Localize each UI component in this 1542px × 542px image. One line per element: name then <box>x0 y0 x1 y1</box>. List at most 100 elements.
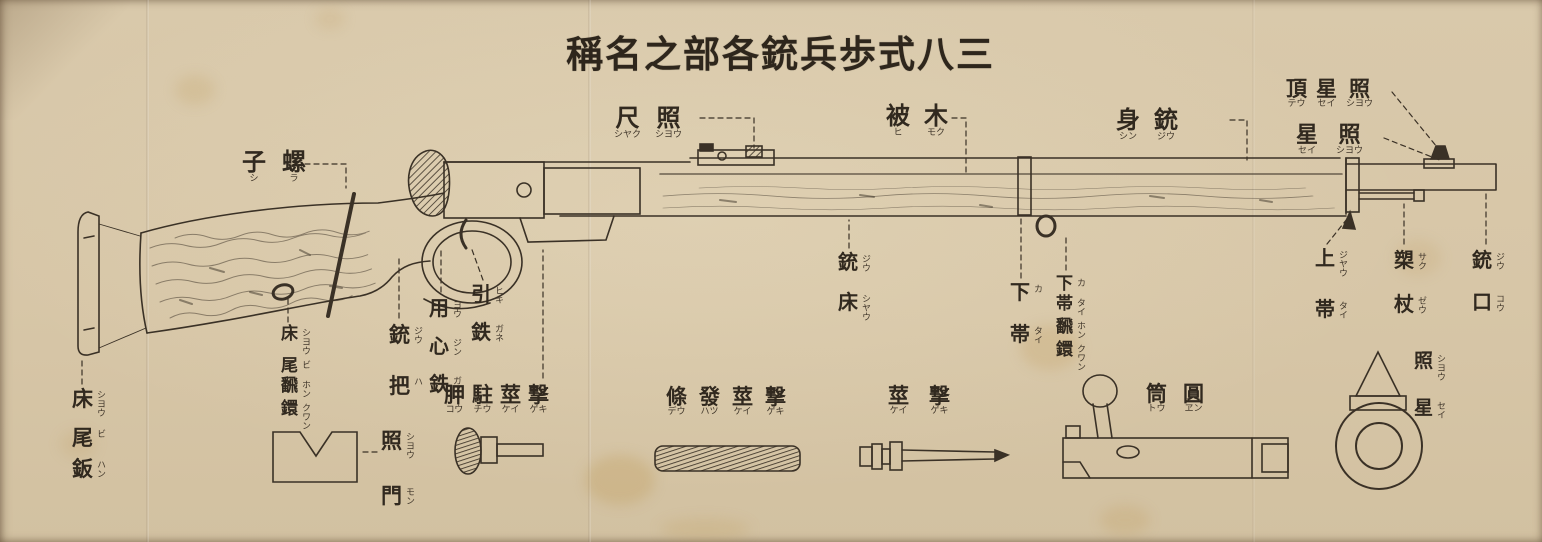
label-char: 鐶クワン <box>281 401 310 431</box>
kanji: 星 <box>1316 76 1337 101</box>
furigana: カ <box>1032 284 1042 293</box>
paper-stain <box>1100 505 1150 535</box>
label-char: 尾ビ <box>281 358 310 375</box>
label-char: 胛コウ <box>444 384 465 415</box>
furigana: テウ <box>1287 99 1306 109</box>
kanji: 帯 <box>1056 294 1073 314</box>
furigana: タイ <box>1075 298 1085 316</box>
furigana: ジウ <box>412 326 422 344</box>
paper-stain <box>1020 325 1080 370</box>
label-char: 木モク <box>924 104 948 138</box>
furigana: ケイ <box>733 407 752 417</box>
label-char: 尾ビ <box>72 425 105 450</box>
label-char: 筒トウ <box>1146 383 1167 414</box>
furigana: シヨウ <box>1346 99 1374 109</box>
kanji: 下 <box>1056 274 1073 294</box>
label-char: 床シヨウ <box>72 386 105 417</box>
furigana: ケイ <box>889 406 908 416</box>
furigana: コウ <box>445 405 464 415</box>
furigana: タイ <box>1032 326 1042 344</box>
label-char: 照シヨウ <box>381 428 414 459</box>
kanji: 銃 <box>1154 105 1178 134</box>
furigana: ヒキ <box>493 286 503 304</box>
part-label-handguard: 木モク被ヒ <box>886 104 948 138</box>
kanji: 照 <box>1338 122 1361 148</box>
label-char: 鐶クワン <box>1056 340 1085 372</box>
kanji: 照 <box>656 103 681 132</box>
part-label-front-sight-upper: 照シヨウ星セイ <box>1296 124 1363 156</box>
kanji: 鉄 <box>429 372 449 396</box>
furigana: ホン <box>300 380 310 398</box>
kanji: 床 <box>72 386 93 411</box>
firing-pin-drawing <box>859 441 1011 471</box>
part-label-upper-band: 上ジヤウ帯タイ <box>1315 248 1347 321</box>
label-char: 飜ホン <box>1056 319 1085 340</box>
kanji: 床 <box>838 290 858 314</box>
kanji: 圓 <box>1183 381 1204 406</box>
label-char: 條デウ <box>666 386 687 417</box>
kanji: 尾 <box>72 425 93 450</box>
furigana: ハン <box>95 460 105 478</box>
label-char: 螺ラ <box>282 150 306 184</box>
furigana: ジウ <box>1156 132 1175 142</box>
part-label-butt-plate: 床シヨウ尾ビ鈑ハン <box>72 386 105 479</box>
label-char: 照シヨウ <box>1336 124 1363 156</box>
label-char: 銃ジウ <box>1472 250 1504 270</box>
kanji: 帯 <box>1315 297 1335 321</box>
kanji: 條 <box>666 384 687 409</box>
label-char: 上ジヤウ <box>1315 248 1347 277</box>
kanji: 飜 <box>281 376 298 396</box>
kanji: 撃 <box>765 384 786 409</box>
label-char: 星セイ <box>1296 124 1318 156</box>
label-char: 銃ジウ <box>838 252 870 272</box>
label-char: 頂テウ <box>1286 78 1307 109</box>
kanji: 莖 <box>732 384 753 409</box>
furigana: デウ <box>667 407 686 417</box>
paper-crease <box>146 0 149 542</box>
label-char: 帯タイ <box>1056 294 1085 317</box>
firing-pin-spring-drawing <box>654 445 801 472</box>
part-label-barrel: 銃ジウ身シン <box>1116 108 1178 142</box>
kanji: 門 <box>381 483 402 508</box>
label-char: 鈑ハン <box>72 458 105 479</box>
label-char: 撃ゲキ <box>929 385 950 416</box>
part-label-trigger: 引ヒキ鉄ガネ <box>471 282 503 342</box>
firing-pin-retainer-drawing <box>454 427 544 475</box>
label-char: 床シヨウ <box>281 326 310 356</box>
part-label-bolt-cylinder: 圓ヱン筒トウ <box>1146 383 1204 414</box>
kanji: 口 <box>1472 290 1492 314</box>
furigana: ホン <box>1075 321 1085 339</box>
kanji: 尺 <box>615 103 640 132</box>
kanji: 星 <box>1414 397 1434 419</box>
label-char: 床シヤウ <box>838 290 870 321</box>
kanji: 鐶 <box>1056 340 1073 360</box>
kanji: 帯 <box>1010 322 1030 346</box>
furigana: シヨウ <box>404 432 414 459</box>
kanji: 照 <box>381 428 402 453</box>
kanji: 槊 <box>1394 248 1414 272</box>
furigana: カ <box>1075 278 1085 287</box>
part-label-firing-pin-retainer: 撃ゲキ莖ケイ駐チウ胛コウ <box>444 384 549 415</box>
rear-sight-notch-drawing <box>272 431 358 483</box>
furigana: モン <box>404 487 414 505</box>
furigana: シ <box>249 174 259 184</box>
paper-stain <box>585 455 655 505</box>
kanji: 銃 <box>389 322 410 347</box>
kanji: 頂 <box>1286 76 1307 101</box>
paper-stain <box>60 430 96 458</box>
kanji: 把 <box>389 373 410 398</box>
furigana: ジヤウ <box>1337 250 1347 277</box>
label-char: 口コウ <box>1472 290 1504 314</box>
part-label-stock: 銃ジウ床シヤウ <box>838 252 870 321</box>
furigana: タイ <box>1337 301 1347 319</box>
label-char: 帯タイ <box>1010 322 1042 346</box>
kanji: 莖 <box>500 382 521 407</box>
kanji: 引 <box>471 282 491 306</box>
label-char: 用ヨウ <box>429 298 461 318</box>
part-label-muzzle: 銃ジウ口コウ <box>1472 250 1504 314</box>
part-label-lower-band: 下カ帯タイ <box>1010 282 1042 346</box>
label-char: 照シヨウ <box>655 106 682 140</box>
part-label-butt-swivel: 床シヨウ尾ビ飜ホン鐶クワン <box>281 326 310 431</box>
